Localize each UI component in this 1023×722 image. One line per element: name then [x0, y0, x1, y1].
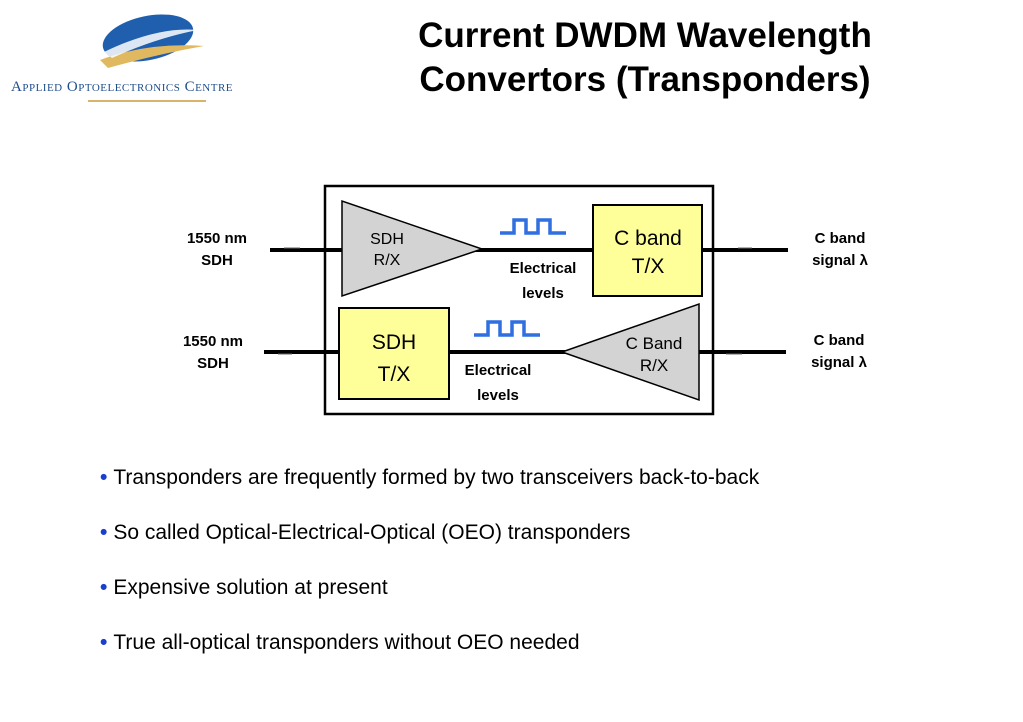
c-band-receiver-label: C Band R/X	[612, 333, 696, 377]
bullet-item: •True all-optical transponders without O…	[100, 628, 1000, 683]
bottom-input-label-line1: C band	[813, 332, 865, 349]
top-electrical-label: Electrical levels	[498, 256, 588, 306]
sdh-receiver-label: SDH R/X	[356, 229, 418, 271]
sdh-transmitter-label: SDH T/X	[340, 327, 448, 391]
top-input-label-line1: 1550 nm	[186, 230, 248, 247]
bullet-text: Expensive solution at present	[113, 576, 388, 599]
sdh-receiver-label-line1: SDH	[370, 231, 404, 248]
bottom-electrical-label: Electrical levels	[453, 358, 543, 408]
c-band-transmitter-label-line1: C band	[614, 227, 682, 250]
logo-swoosh-icon	[100, 14, 204, 68]
title-line-2: Convertors (Transponders)	[419, 60, 871, 99]
c-band-transmitter-label: C band T/X	[594, 225, 702, 281]
top-input-label: 1550 nm SDH	[176, 228, 258, 272]
sdh-transmitter-label-line2: T/X	[377, 363, 411, 386]
bottom-electrical-pulse-icon	[474, 320, 540, 337]
c-band-transmitter-label-line2: T/X	[631, 255, 665, 278]
bullet-list: •Transponders are frequently formed by t…	[100, 463, 1000, 683]
logo-text: Applied Optoelectronics Centre	[11, 79, 234, 95]
bottom-electrical-label-line2: levels	[477, 387, 519, 404]
logo	[8, 8, 298, 108]
top-input-label-line2: SDH	[201, 252, 233, 269]
bullet-item: •So called Optical-Electrical-Optical (O…	[100, 518, 1000, 573]
top-output-label: C band signal λ	[796, 228, 884, 272]
sdh-receiver-amplifier	[341, 199, 485, 298]
c-band-receiver-amplifier	[559, 302, 700, 402]
c-band-receiver-label-line2: R/X	[639, 356, 669, 375]
bottom-input-label-line2: signal λ	[811, 354, 867, 371]
bottom-output-label: 1550 nm SDH	[172, 331, 254, 375]
bullet-item: •Transponders are frequently formed by t…	[100, 463, 1000, 518]
c-band-transmitter-box	[592, 204, 703, 297]
sdh-receiver-label-line2: R/X	[373, 252, 401, 269]
bottom-output-label-line1: 1550 nm	[182, 333, 244, 350]
bullet-dot-icon: •	[100, 631, 108, 654]
bullet-text: Transponders are frequently formed by tw…	[113, 466, 760, 489]
bullet-dot-icon: •	[100, 576, 108, 599]
title-line-1: Current DWDM Wavelength	[418, 16, 872, 55]
bullet-text: So called Optical-Electrical-Optical (OE…	[113, 521, 631, 544]
top-electrical-pulse-icon	[500, 218, 566, 235]
bottom-input-label: C band signal λ	[795, 330, 883, 374]
bullet-dot-icon: •	[100, 466, 108, 489]
bullet-item: •Expensive solution at present	[100, 573, 1000, 628]
sdh-transmitter-box	[338, 307, 450, 400]
page-title: Current DWDM Wavelength Convertors (Tran…	[330, 14, 960, 102]
top-output-label-line2: signal λ	[812, 252, 868, 269]
bottom-output-label-line2: SDH	[197, 355, 229, 372]
sdh-transmitter-label-line1: SDH	[371, 331, 417, 354]
top-electrical-label-line1: Electrical	[509, 260, 577, 277]
c-band-receiver-label-line1: C Band	[625, 334, 683, 353]
top-output-label-line1: C band	[814, 230, 866, 247]
bullet-dot-icon: •	[100, 521, 108, 544]
logo-underline	[88, 100, 206, 102]
bullet-text: True all-optical transponders without OE…	[113, 631, 580, 654]
top-electrical-label-line2: levels	[522, 285, 564, 302]
bottom-electrical-label-line1: Electrical	[464, 362, 532, 379]
